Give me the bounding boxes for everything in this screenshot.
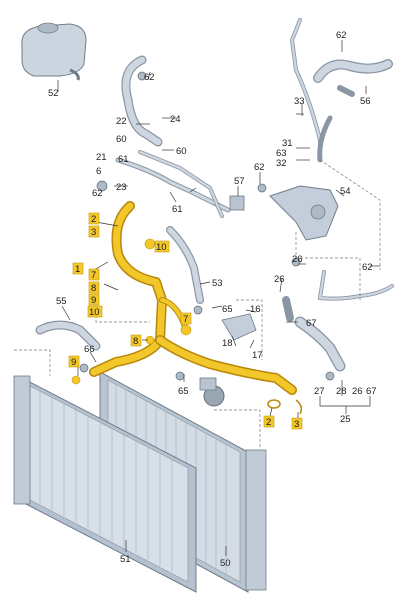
label-65b: 65 xyxy=(178,386,189,397)
label-16: 16 xyxy=(250,304,261,315)
label-28: 28 xyxy=(336,386,347,397)
label-3b: 3 xyxy=(294,419,299,430)
label-23: 23 xyxy=(116,182,127,193)
label-56: 56 xyxy=(360,96,371,107)
label-33: 33 xyxy=(294,96,305,107)
label-1: 1 xyxy=(75,264,80,275)
part-labels: 52 62 22 24 60 60 21 61 6 23 62 61 57 62… xyxy=(48,30,377,569)
label-26b: 26 xyxy=(292,254,303,265)
bracket-16 xyxy=(221,313,257,341)
label-25: 25 xyxy=(340,414,351,425)
highlighted-hose-assembly xyxy=(89,201,297,395)
label-55: 55 xyxy=(56,296,67,307)
label-50: 50 xyxy=(220,558,231,569)
thermostat-housing-54 xyxy=(269,185,339,241)
label-60a: 60 xyxy=(116,134,127,145)
label-54: 54 xyxy=(340,186,351,197)
label-32: 32 xyxy=(276,158,287,169)
label-62-right: 62 xyxy=(362,262,373,273)
label-7b: 7 xyxy=(183,314,188,325)
label-18: 18 xyxy=(222,338,233,349)
label-66: 66 xyxy=(84,344,95,355)
label-57: 57 xyxy=(234,176,245,187)
label-26a: 26 xyxy=(274,274,285,285)
pump-65 xyxy=(199,377,225,407)
label-21: 21 xyxy=(96,152,107,163)
label-62b: 62 xyxy=(92,188,103,199)
label-9b: 9 xyxy=(71,357,76,368)
label-62c: 62 xyxy=(254,162,265,173)
label-9a: 9 xyxy=(91,295,96,306)
label-2a: 2 xyxy=(91,214,96,225)
label-62a: 62 xyxy=(144,72,155,83)
label-61a: 61 xyxy=(118,154,129,165)
valve-57 xyxy=(229,195,245,211)
label-3a: 3 xyxy=(91,227,96,238)
label-24: 24 xyxy=(170,114,181,125)
label-8b: 8 xyxy=(133,336,138,347)
yellow-small-parts xyxy=(71,238,303,415)
expansion-tank-52 xyxy=(21,22,87,81)
label-65a: 65 xyxy=(222,304,233,315)
label-22: 22 xyxy=(116,116,127,127)
label-26c: 26 xyxy=(352,386,363,397)
label-10b: 10 xyxy=(156,242,167,253)
label-7a: 7 xyxy=(91,270,96,281)
label-63: 63 xyxy=(276,148,287,159)
label-31: 31 xyxy=(282,138,293,149)
hoses-upper xyxy=(35,18,394,372)
label-10a: 10 xyxy=(89,307,100,318)
label-67b: 67 xyxy=(366,386,377,397)
label-8a: 8 xyxy=(91,283,96,294)
label-53: 53 xyxy=(212,278,223,289)
radiator-51 xyxy=(13,375,197,593)
label-60b: 60 xyxy=(176,146,187,157)
label-62d: 62 xyxy=(336,30,347,41)
label-52: 52 xyxy=(48,88,59,99)
highlighted-labels: 2 3 1 7 8 9 10 10 8 7 9 2 3 xyxy=(68,212,303,430)
label-67a: 67 xyxy=(306,318,317,329)
label-51: 51 xyxy=(120,554,131,565)
label-2b: 2 xyxy=(266,417,271,428)
label-27: 27 xyxy=(314,386,325,397)
label-61b: 61 xyxy=(172,204,183,215)
label-17: 17 xyxy=(252,350,263,361)
label-6: 6 xyxy=(96,166,101,177)
